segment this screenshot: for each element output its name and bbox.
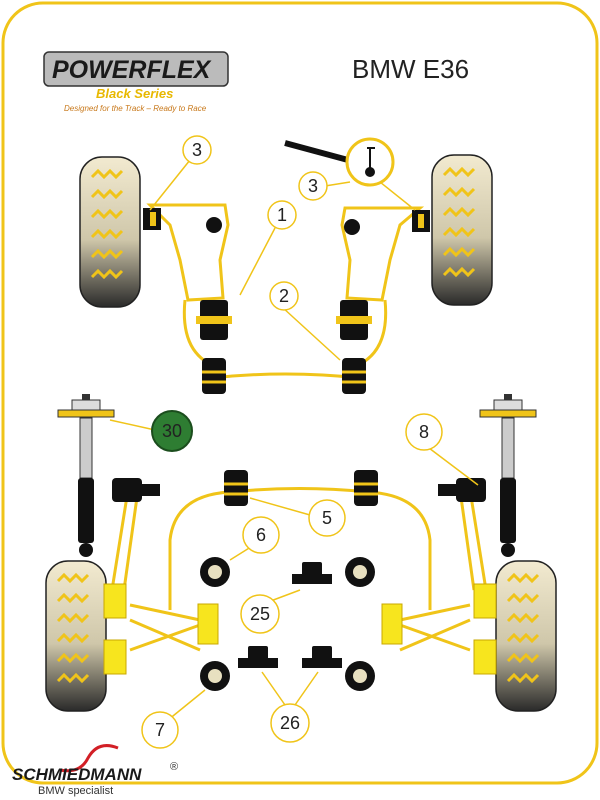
part-26-bushing-left [238,646,278,668]
svg-text:6: 6 [256,525,266,545]
part-6-nut [200,557,230,587]
svg-text:8: 8 [419,422,429,442]
frame-border [1,1,599,785]
front-suspension [78,137,494,396]
brand-name: SCHMIEDMANN [12,765,142,784]
powerflex-logo: POWERFLEX Black Series Designed for the … [43,51,229,113]
svg-text:1: 1 [277,205,287,225]
callout-25: 25 [240,594,280,634]
logo-tagline: Designed for the Track – Ready to Race [64,104,207,113]
svg-text:30: 30 [162,421,182,441]
brand-subtitle: BMW specialist [38,785,113,797]
logo-sub-text: Black Series [96,86,173,101]
callout-26: 26 [270,703,310,743]
brand-registered: ® [170,761,178,773]
rear-right-shock [479,393,537,558]
schmiedmann-logo: SCHMIEDMANN ® BMW specialist [12,744,178,797]
leader-lines [109,159,479,721]
part-26-bushing-right [302,646,342,668]
svg-text:25: 25 [250,604,270,624]
callout-1: 1 [267,200,297,230]
callout-5: 5 [308,499,346,537]
rear-right-tire [494,559,558,713]
front-left-arm-bushing [196,300,232,340]
svg-text:26: 26 [280,713,300,733]
svg-text:3: 3 [308,176,318,196]
page-title: BMW E36 [352,54,469,84]
rear-left-tire [44,559,108,713]
callout-3-left: 3 [182,135,212,165]
part-7-nut-right [345,661,375,691]
rear-left-bar-bushing [222,468,250,508]
rear-suspension [44,393,558,713]
callout-2: 2 [269,281,299,311]
callout-7: 7 [141,711,179,749]
callouts: 3 3 1 2 30 8 6 5 [141,135,443,749]
svg-text:7: 7 [155,720,165,740]
svg-text:2: 2 [279,286,289,306]
front-right-tire [430,153,494,307]
rear-right-bar-bushing [352,468,380,508]
front-right-arm-bushing [336,300,372,340]
part-25-bushing [292,562,332,584]
callout-30: 30 [151,410,193,452]
svg-text:5: 5 [322,508,332,528]
front-left-tire [78,155,142,309]
callout-8: 8 [405,413,443,451]
front-right-bar-bushing [340,356,368,396]
part-7-nut [200,661,230,691]
callout-3-right: 3 [298,171,328,201]
callout-6: 6 [242,516,280,554]
logo-main-text: POWERFLEX [52,56,212,84]
front-left-bar-bushing [200,356,228,396]
rear-left-shock [57,393,115,558]
part-6-nut-right [345,557,375,587]
svg-text:3: 3 [192,140,202,160]
